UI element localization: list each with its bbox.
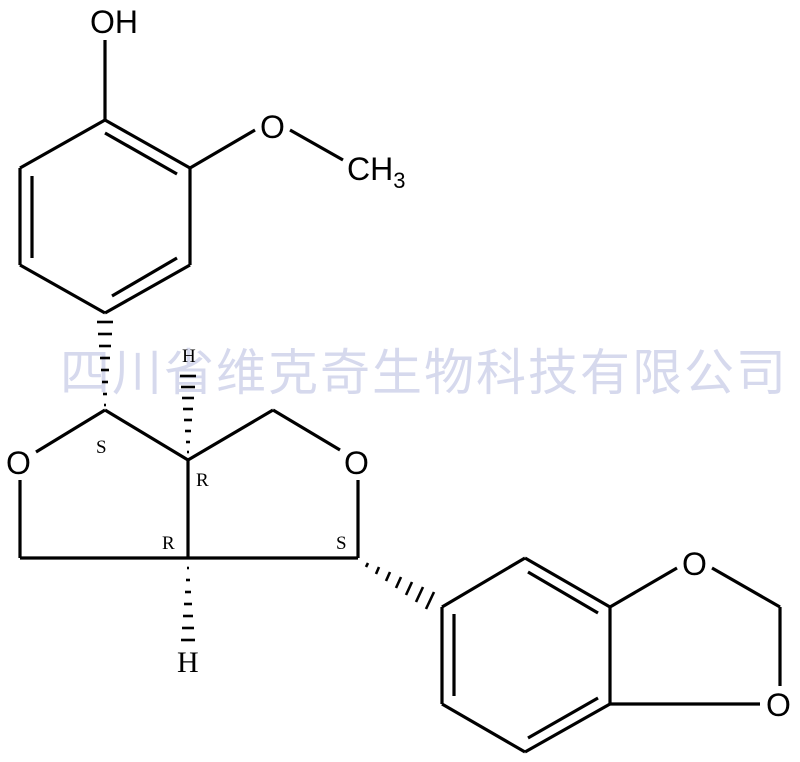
watermark-text: 四川省维克奇生物科技有限公司 bbox=[60, 344, 788, 402]
hashed-bond-c4 bbox=[364, 562, 436, 610]
stereo-label-c4: S bbox=[336, 533, 347, 554]
stereo-label-c1: S bbox=[96, 437, 107, 458]
hashed-bond-c1 bbox=[97, 320, 113, 407]
methoxy-o-label: O bbox=[260, 109, 285, 145]
benzodioxole-ring bbox=[440, 556, 782, 754]
hashed-bond-bottom-h bbox=[181, 566, 195, 642]
furofuran-core bbox=[18, 408, 360, 560]
dioxole-top-o-label: O bbox=[682, 546, 707, 582]
oh-label: OH bbox=[90, 4, 138, 40]
top-h-label: H bbox=[182, 346, 196, 367]
right-ring-o-label: O bbox=[344, 445, 369, 481]
stereo-label-c-bottom-bridge: R bbox=[162, 533, 175, 554]
dioxole-bottom-o-label: O bbox=[766, 687, 791, 723]
stereo-label-c-top-bridge: R bbox=[196, 470, 209, 491]
methyl-label: CH3 bbox=[347, 151, 405, 193]
bottom-h-label: H bbox=[177, 646, 199, 679]
guaiacol-ring bbox=[18, 40, 344, 315]
left-ring-o-label: O bbox=[6, 445, 31, 481]
hashed-bond-top-h: H bbox=[180, 346, 196, 454]
